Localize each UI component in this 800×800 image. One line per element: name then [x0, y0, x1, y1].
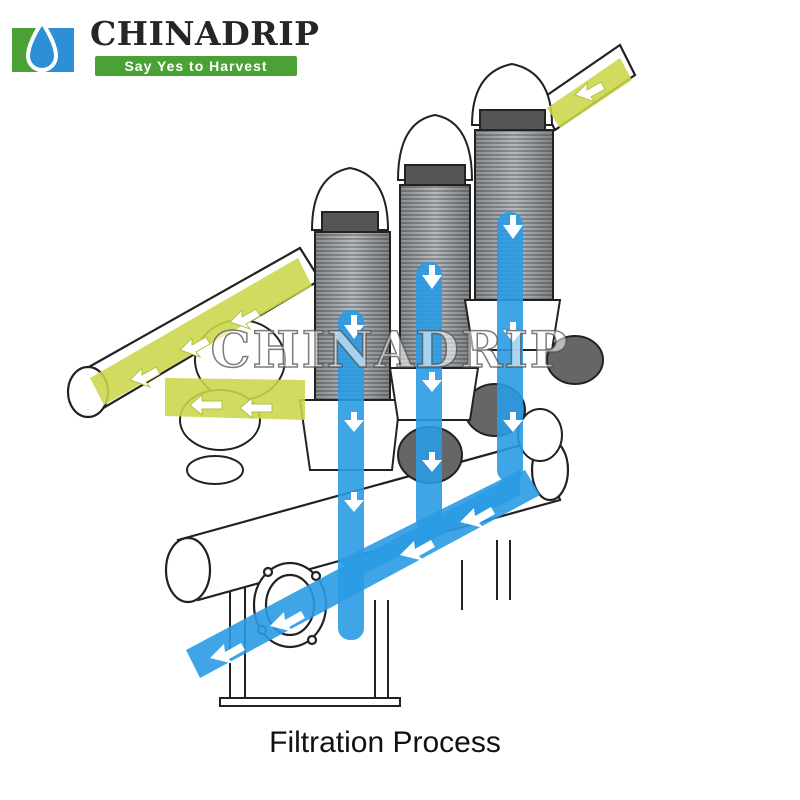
diagram-caption: Filtration Process [269, 726, 501, 759]
outflow-arrows [210, 215, 523, 664]
water-drop-icon [12, 18, 74, 72]
inflow-arrows [129, 81, 606, 420]
logo-tagline: Say Yes to Harvest [95, 56, 297, 76]
brand-logo: CHINADRIP Say Yes to Harvest [10, 12, 319, 76]
logo-wordmark: CHINADRIP [90, 14, 320, 53]
